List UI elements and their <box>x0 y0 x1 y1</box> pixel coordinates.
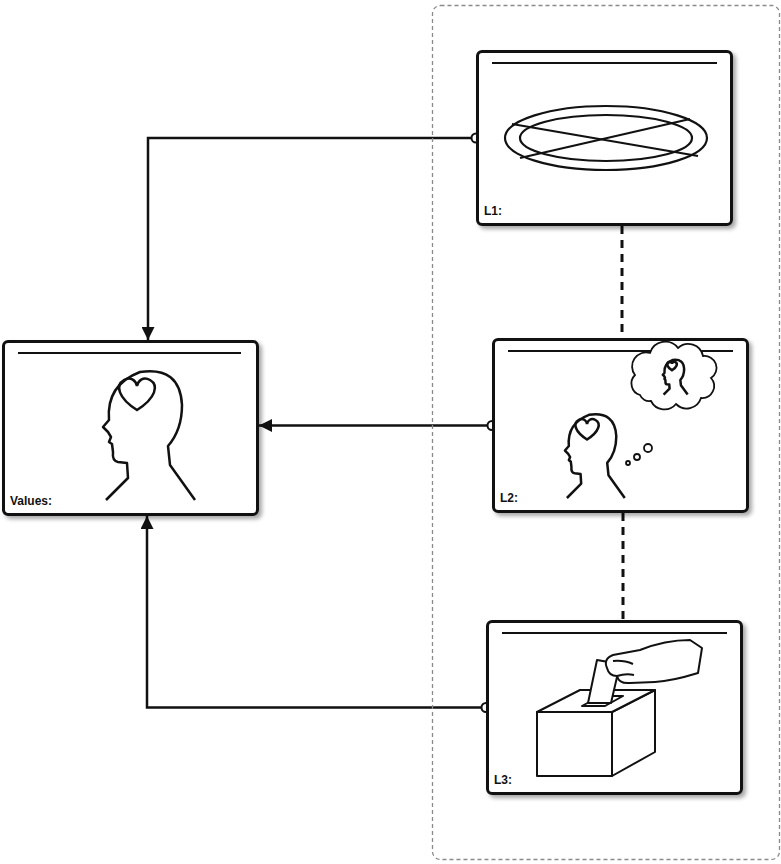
arrow-connector <box>148 138 476 340</box>
box-label: L2: <box>500 492 518 505</box>
art-stroke <box>617 674 634 676</box>
title-rule <box>492 62 717 64</box>
connector-group <box>623 513 624 620</box>
art-stroke <box>505 106 707 170</box>
box-label: Values: <box>10 495 52 508</box>
art-stroke <box>644 444 652 452</box>
level-box: L1: <box>476 50 733 226</box>
box-label: L1: <box>484 205 502 218</box>
connector-group <box>147 516 486 712</box>
box-label: L3: <box>494 774 512 787</box>
level-box: L3: <box>486 620 743 795</box>
art-stroke <box>512 124 698 156</box>
group-outline <box>433 6 780 860</box>
head-icon <box>663 360 688 395</box>
connector-group <box>622 226 623 338</box>
head-icon <box>565 414 625 498</box>
art-stroke <box>631 342 716 410</box>
title-rule <box>18 352 241 354</box>
arrow-connector <box>259 424 492 427</box>
connector-group <box>148 134 476 341</box>
connector-group <box>259 421 492 430</box>
title-rule <box>502 632 727 634</box>
thought-bubble <box>626 342 717 465</box>
head-icon <box>103 371 195 500</box>
ballot-box <box>537 640 702 776</box>
arrow-connector <box>147 516 486 708</box>
values-box: Values: <box>2 340 259 516</box>
level-box: L2: <box>492 338 749 513</box>
art-stroke <box>613 661 633 664</box>
art-stroke <box>634 454 640 460</box>
art-stroke <box>520 119 690 158</box>
art-stroke <box>520 115 692 161</box>
art-stroke <box>606 640 702 683</box>
disc-icon <box>505 106 707 170</box>
art-stroke <box>626 461 630 465</box>
art-stroke <box>537 712 612 776</box>
dashed-link <box>621 226 624 338</box>
dashed-link <box>622 513 625 620</box>
